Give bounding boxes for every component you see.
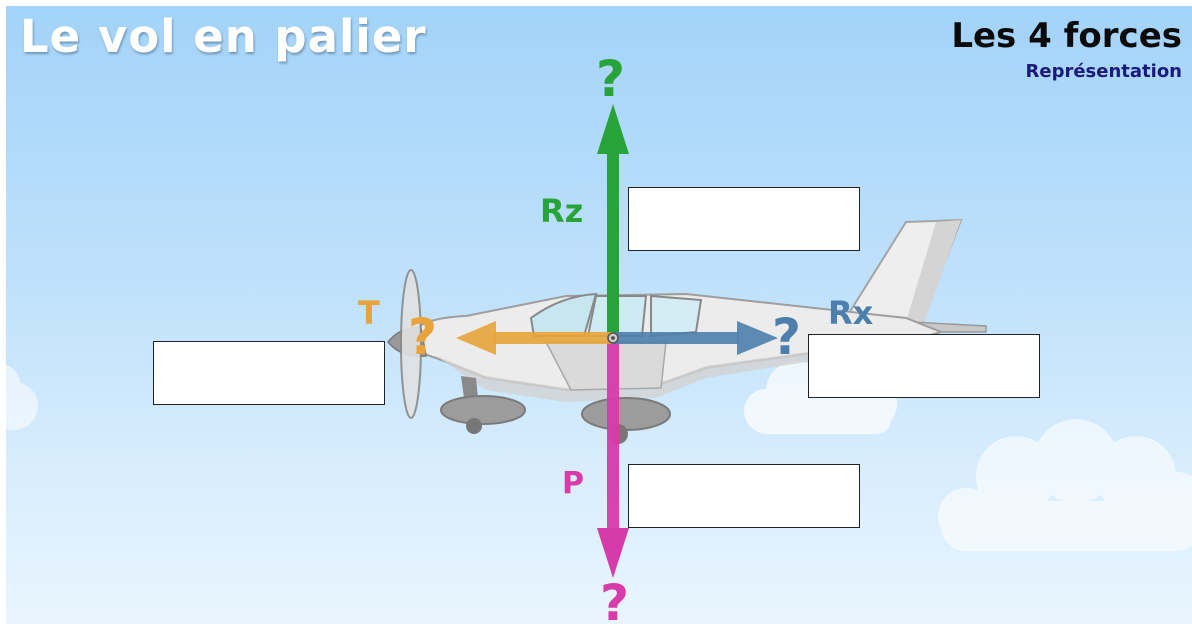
weight-arrow-shaft (607, 338, 619, 530)
lift-answer-box[interactable] (628, 187, 860, 251)
weight-question-mark: ? (600, 574, 630, 624)
lift-label: Rz (540, 192, 584, 230)
drag-arrow-shaft (613, 332, 739, 344)
thrust-answer-box[interactable] (153, 341, 385, 405)
drag-label: Rx (828, 294, 874, 332)
force-arrows (456, 104, 778, 578)
lift-question-mark: ? (596, 50, 626, 108)
section-subtitle: Représentation (1025, 61, 1182, 82)
cloud-left (6, 364, 38, 430)
thrust-arrow-head (456, 321, 496, 355)
cloud-right (938, 419, 1192, 551)
lift-arrow-shaft (607, 152, 619, 338)
thrust-question-mark: ? (408, 308, 438, 366)
weight-answer-box[interactable] (628, 464, 860, 528)
scene-svg (6, 104, 1192, 578)
lift-arrow-head (597, 104, 629, 154)
section-title: Les 4 forces (951, 16, 1182, 56)
thrust-arrow-shaft (494, 332, 613, 344)
thrust-label: T (358, 294, 380, 332)
drag-answer-box[interactable] (808, 334, 1040, 398)
diagram-stage: Le vol en palier Les 4 forces Représenta… (6, 6, 1192, 624)
drag-question-mark: ? (772, 308, 802, 366)
drag-arrow-head (737, 321, 778, 355)
weight-label: P (562, 466, 584, 501)
cloud-middle (744, 352, 897, 434)
weight-arrow-head (597, 528, 629, 578)
center-of-gravity-dot (611, 336, 615, 340)
page-title: Le vol en palier (20, 10, 427, 63)
